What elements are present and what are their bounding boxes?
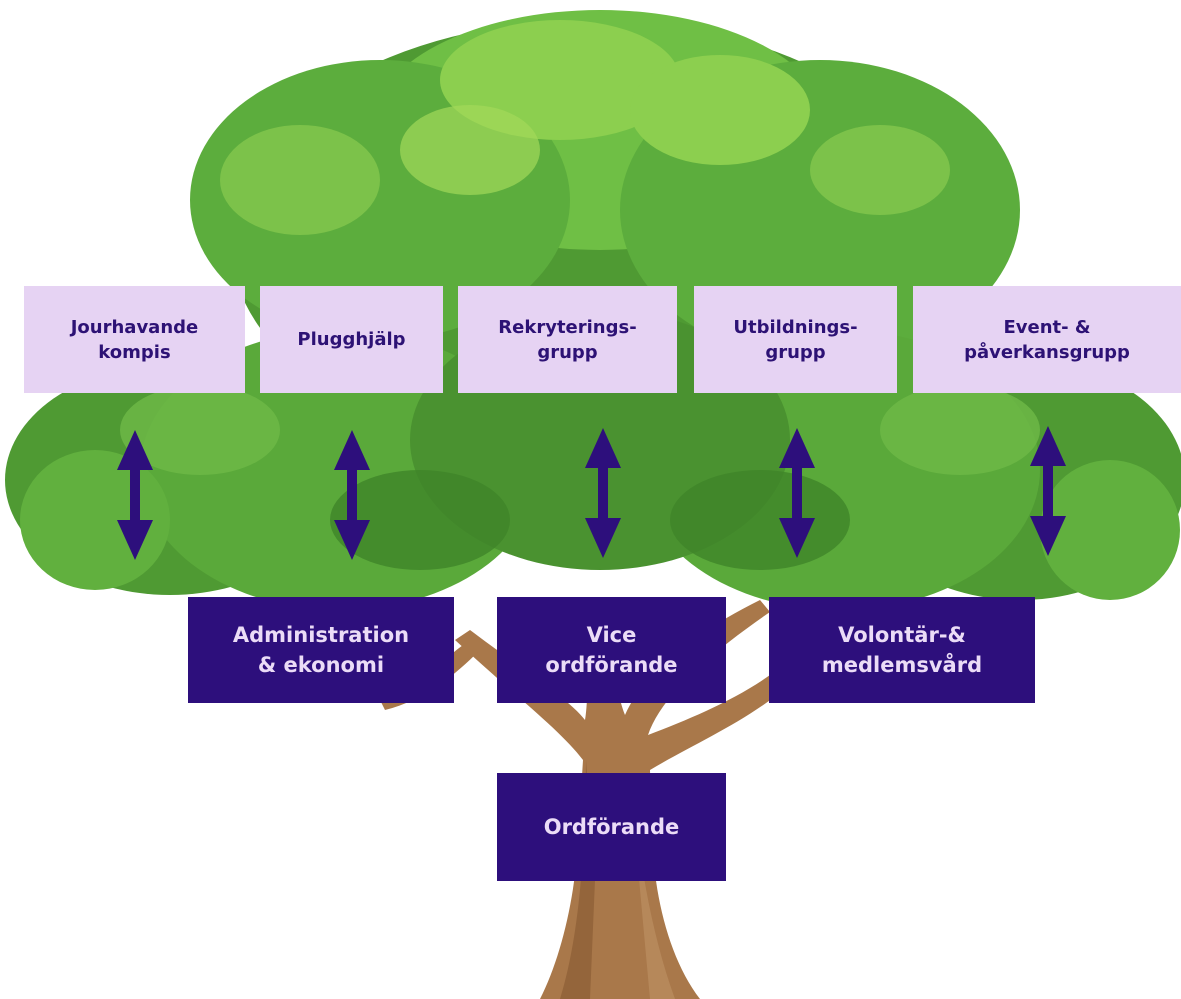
lead-box-volontar: Volontär-& medlemsvård	[769, 597, 1035, 703]
group-label-utbildning: Utbildnings- grupp	[733, 316, 858, 363]
group-label-plugghjalp: Plugghjälp	[297, 329, 406, 350]
double-arrow-event	[1030, 426, 1066, 556]
group-label-rekrytering: Rekryterings- grupp	[498, 316, 637, 363]
lead-box-administration: Administration & ekonomi	[188, 597, 454, 703]
double-arrow-utbildning	[779, 428, 815, 558]
lead-label-volontar: Volontär-& medlemsvård	[821, 623, 983, 677]
chair-box: Ordförande	[497, 773, 726, 881]
group-box-event: Event- & påverkansgrupp	[913, 286, 1181, 393]
group-box-utbildning: Utbildnings- grupp	[694, 286, 897, 393]
lead-label-administration: Administration & ekonomi	[232, 623, 410, 677]
lead-box-vice: Vice ordförande	[497, 597, 726, 703]
group-box-plugghjalp: Plugghjälp	[260, 286, 443, 393]
chair-label: Ordförande	[543, 815, 680, 839]
lead-label-vice: Vice ordförande	[545, 623, 678, 677]
group-box-jourhavande: Jourhavande kompis	[24, 286, 245, 393]
group-box-rekrytering: Rekryterings- grupp	[458, 286, 677, 393]
group-label-event: Event- & påverkansgrupp	[964, 316, 1130, 363]
double-arrow-plugghjalp	[334, 430, 370, 560]
double-arrow-rekrytering	[585, 428, 621, 558]
double-arrow-jourhavande	[117, 430, 153, 560]
group-label-jourhavande: Jourhavande kompis	[70, 316, 199, 363]
